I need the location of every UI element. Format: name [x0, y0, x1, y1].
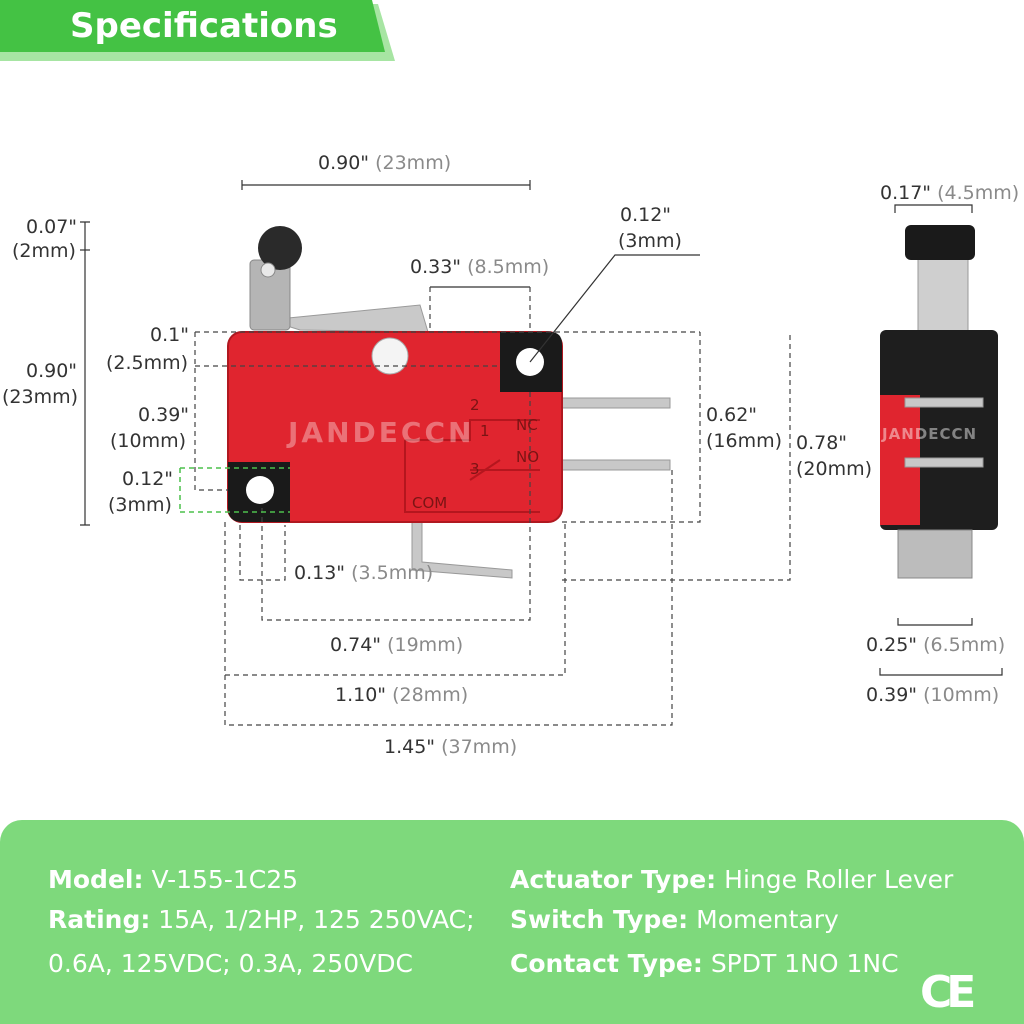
- dim-overall-inch: 0.90": [26, 360, 78, 382]
- roller-pin: [260, 262, 276, 278]
- nc-label: NC: [516, 416, 538, 434]
- watermark-side: JANDECCN: [882, 425, 978, 443]
- dim-body-h-inch: 0.62": [706, 404, 758, 426]
- dim-hole-dist-mm: (10mm): [110, 430, 187, 452]
- dim-body-len: 1.10" (28mm): [335, 684, 469, 706]
- dim-hole-dist-inch: 0.39": [138, 404, 190, 426]
- pin-2-label: 2: [470, 396, 480, 414]
- green-guides: [179, 467, 290, 513]
- dim-hole-right-mm: (3mm): [618, 230, 682, 252]
- dim-hole-edge: 0.13" (3.5mm): [294, 562, 434, 584]
- pin-1-label: 1: [480, 422, 490, 440]
- dim-roller-mm: (2mm): [12, 240, 76, 262]
- watermark: JANDECCN: [288, 416, 475, 449]
- dim-hole-d-mm: (3mm): [108, 494, 172, 516]
- terminal-nc: [559, 397, 671, 409]
- roller: [258, 226, 302, 270]
- header-background: [0, 0, 385, 52]
- ce-mark-icon: CE: [920, 967, 976, 1018]
- header-tab: Specifications: [0, 0, 400, 64]
- switch-drawing: [80, 180, 1003, 726]
- side-roller: [905, 225, 975, 260]
- dim-total-len: 1.45" (37mm): [384, 736, 518, 758]
- dim-roller-inch: 0.07": [26, 216, 78, 238]
- spec-panel: [0, 820, 1024, 1024]
- lever-arm: [267, 304, 429, 333]
- dim-hole-right-inch: 0.12": [620, 204, 672, 226]
- rating-row-2: 0.6A, 125VDC; 0.3A, 250VDC: [48, 949, 413, 978]
- switch-row: Switch Type: Momentary: [510, 905, 839, 934]
- dim-overall-mm: (23mm): [2, 386, 79, 408]
- plunger: [371, 337, 409, 375]
- dimension-diagram: JANDECCN JANDECCN 2 1 3 NC NO COM 0.90" …: [0, 70, 1024, 810]
- com-label: COM: [412, 494, 448, 512]
- page-title: Specifications: [70, 6, 338, 46]
- actuator-row: Actuator Type: Hinge Roller Lever: [510, 865, 954, 894]
- dim-side-w: 0.39" (10mm): [866, 684, 1000, 706]
- contact-row: Contact Type: SPDT 1NO 1NC: [510, 949, 899, 978]
- no-label: NO: [516, 448, 540, 466]
- dim-hole-span: 0.74" (19mm): [330, 634, 464, 656]
- dim-body-h2-inch: 0.78": [796, 432, 848, 454]
- dim-roller-w: 0.17" (4.5mm): [880, 182, 1020, 204]
- pin-3-label: 3: [470, 460, 480, 478]
- rating-row: Rating: 15A, 1/2HP, 125 250VAC;: [48, 905, 475, 934]
- schematic: [404, 419, 540, 513]
- model-row: Model: V-155-1C25: [48, 865, 299, 894]
- dim-hole-d-inch: 0.12": [122, 468, 174, 490]
- dashed-guides: [194, 287, 791, 726]
- dimension-lines: [80, 180, 1003, 676]
- dim-hole-top-mm: (2.5mm): [106, 352, 189, 374]
- dim-hole-top-inch: 0.1": [150, 324, 189, 346]
- dim-lever-off: 0.33" (8.5mm): [410, 256, 550, 278]
- dim-body-h2-mm: (20mm): [796, 458, 873, 480]
- spec-right-column: Actuator Type: Hinge Roller Lever Switch…: [510, 860, 953, 984]
- spec-left-column: Model: V-155-1C25 Rating: 15A, 1/2HP, 12…: [48, 860, 475, 984]
- dim-term-w: 0.25" (6.5mm): [866, 634, 1006, 656]
- dim-top-width: 0.90" (23mm): [318, 152, 452, 174]
- side-com: [897, 529, 973, 579]
- dim-body-h-mm: (16mm): [706, 430, 783, 452]
- terminal-no: [559, 459, 671, 471]
- hole-left: [246, 476, 274, 504]
